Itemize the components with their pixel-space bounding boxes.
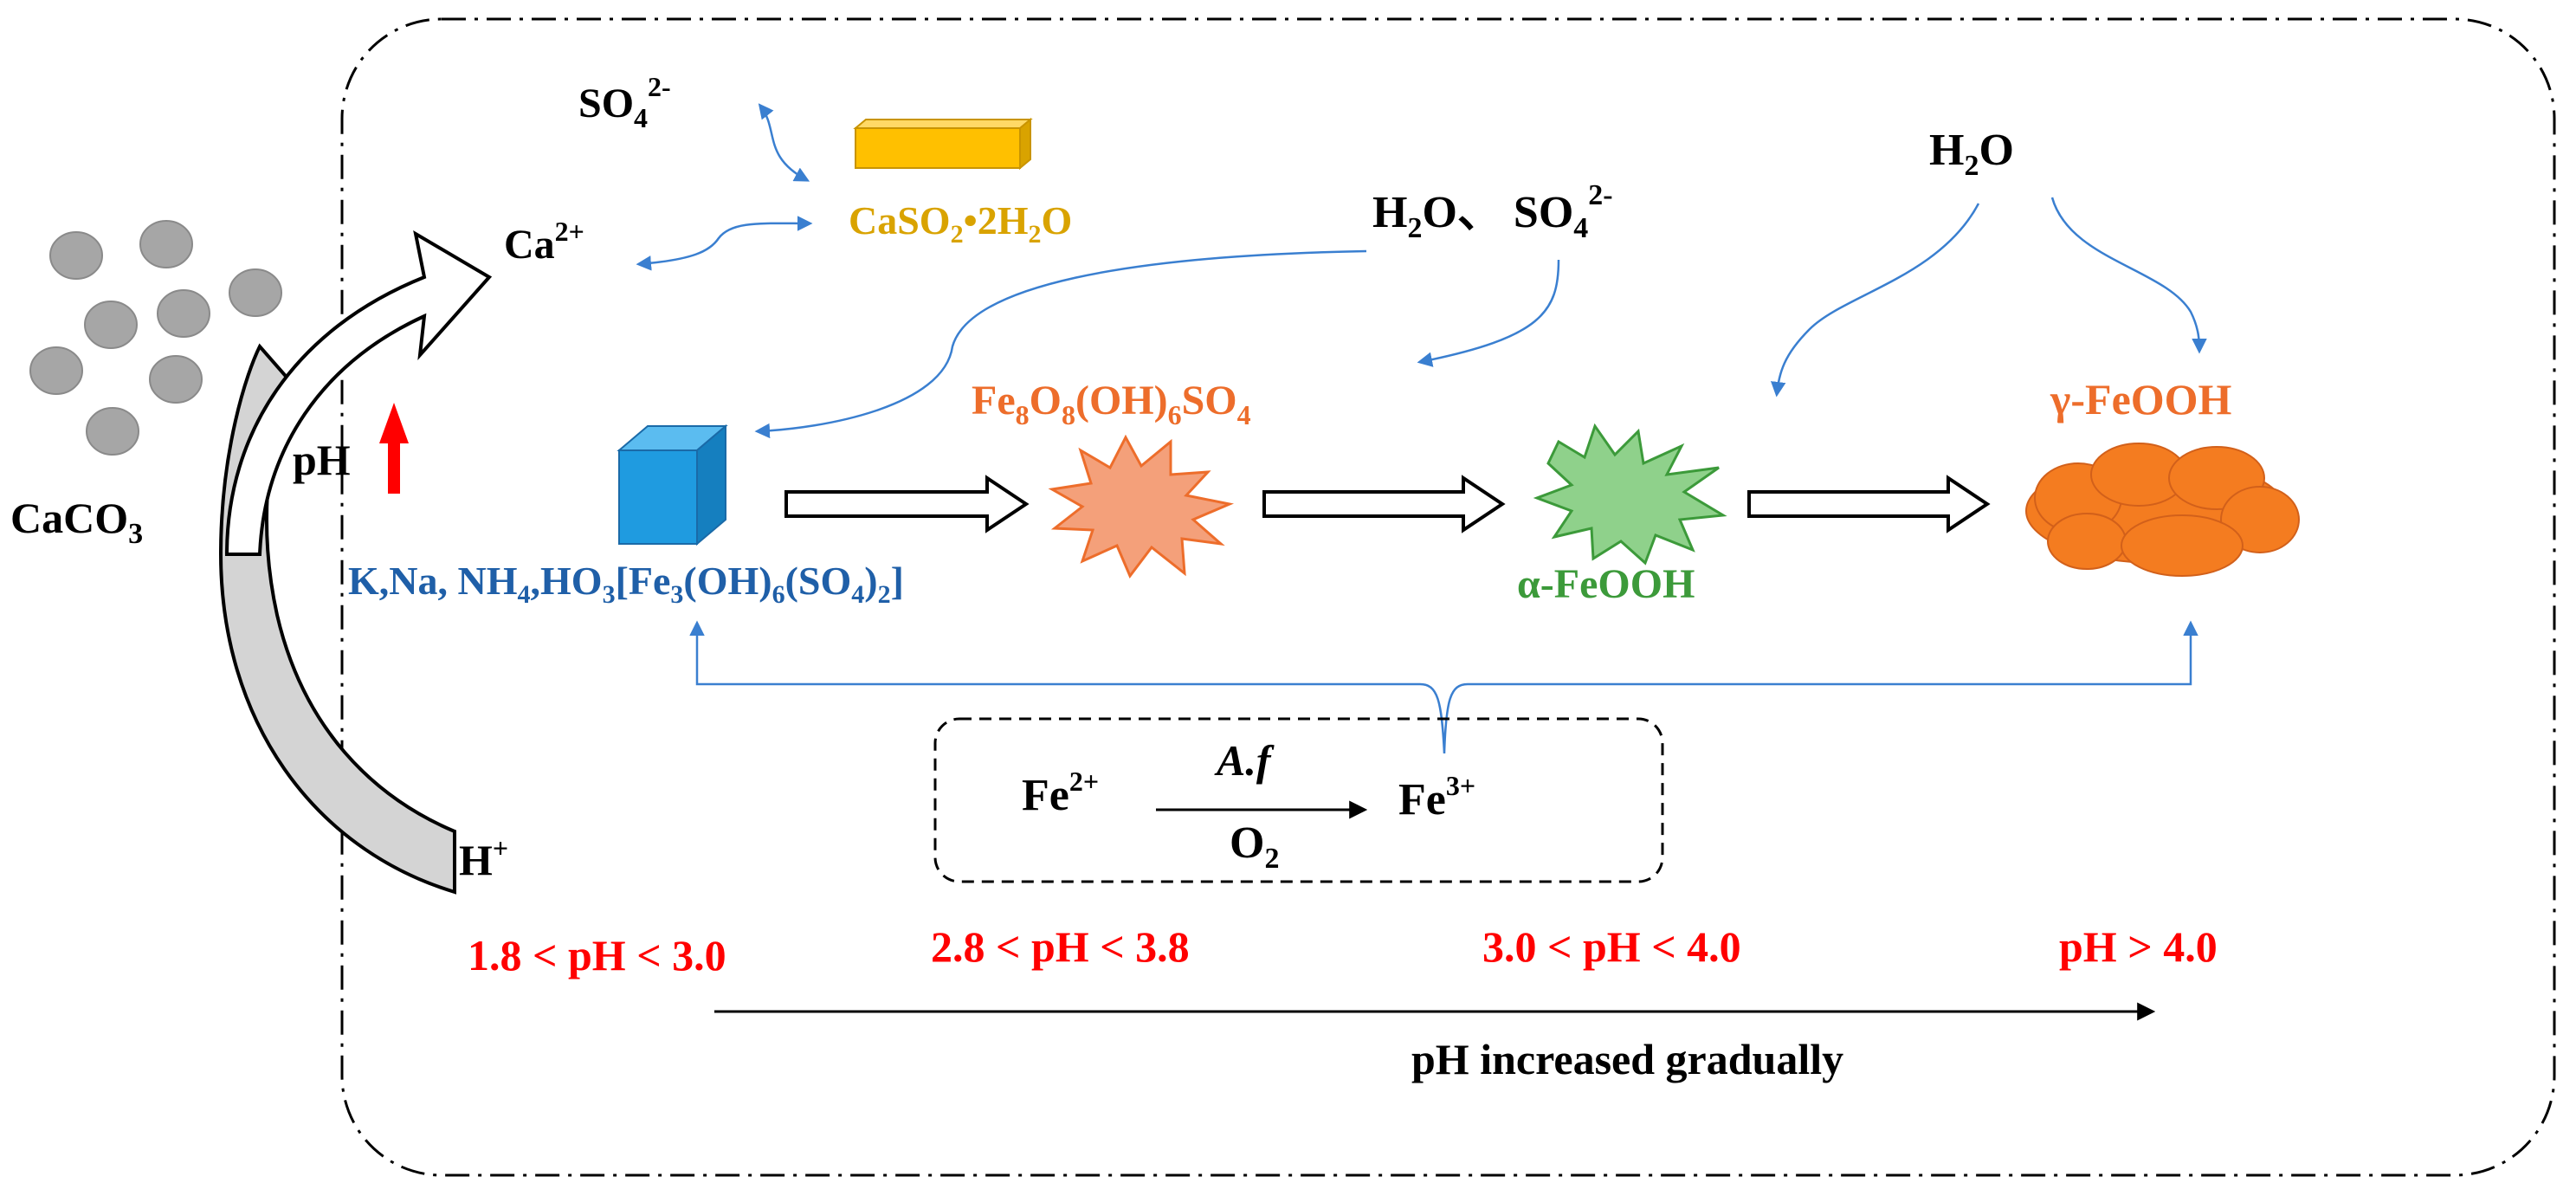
fe3-bracket-arrow: [689, 620, 2198, 754]
particle: [149, 355, 203, 404]
block-arrow-2: [1262, 475, 1506, 533]
goethite-label: α-FeOOH: [1517, 561, 1695, 607]
af-label: A.f: [1214, 736, 1275, 785]
schwertmannite-label: Fe8O8(OH)6SO4: [972, 378, 1251, 430]
ph-range-4: pH > 4.0: [2059, 922, 2218, 971]
ca-label: Ca2+: [504, 216, 584, 268]
ca-gypsum-arrow: [636, 216, 813, 271]
h-plus-label: H+: [459, 832, 508, 884]
h-plus-curved-arrow: [218, 343, 456, 895]
h2o-to-goethite-arrow: [1770, 203, 1980, 398]
particle: [139, 220, 193, 268]
caco3-particles: [29, 220, 282, 456]
ph-up-label: pH: [293, 436, 351, 484]
outer-frame: [340, 17, 2556, 1177]
ph-range-3: 3.0 < pH < 4.0: [1482, 922, 1741, 971]
fe2-label: Fe2+: [1022, 766, 1099, 820]
particle: [49, 231, 103, 280]
ph-range-2: 2.8 < pH < 3.8: [931, 922, 1190, 971]
h2o-so4-label: H2O、 SO42-: [1372, 179, 1613, 244]
lepidocrocite-label: γ-FeOOH: [2050, 375, 2232, 423]
gypsum-label: CaSO2•2H2O: [849, 198, 1072, 249]
blue-arrows: [636, 103, 2207, 754]
ca-curved-arrow: [224, 230, 493, 556]
gypsum-crystal: [853, 117, 1033, 171]
fe3-label: Fe3+: [1398, 770, 1475, 824]
particle: [84, 301, 138, 349]
so4-top-label: SO42-: [578, 71, 671, 133]
block-arrow-3: [1747, 475, 1991, 533]
jarosite-label: K,Na, NH4,HO3[Fe3(OH)6(SO4)2]: [348, 559, 904, 609]
jarosite-cube: [617, 423, 728, 546]
h2o-right-label: H2O: [1929, 126, 2014, 182]
h2o-to-jarosite-arrow: [754, 249, 1367, 439]
o2-label: O2: [1230, 818, 1279, 875]
caco3-label: CaCO3: [10, 494, 143, 550]
so4-gypsum-arrow: [758, 103, 810, 182]
particle: [157, 289, 210, 338]
goethite-burst: [1533, 423, 1727, 566]
ph-axis-label: pH increased gradually: [1411, 1035, 1843, 1083]
particle: [29, 346, 83, 395]
iron-oxidation-box: [933, 717, 1664, 883]
particle: [229, 268, 282, 317]
ph-up-arrow: [379, 403, 409, 494]
lepidocrocite-cloud: [2025, 443, 2300, 577]
block-arrow-1: [784, 475, 1030, 533]
schwertmannite-burst: [1048, 434, 1235, 579]
ph-range-1: 1.8 < pH < 3.0: [468, 931, 726, 979]
particle: [86, 407, 139, 456]
h2o-to-lepido-arrow: [2050, 197, 2207, 354]
so4-to-schw-arrow: [1417, 259, 1560, 367]
block-arrows: [784, 475, 1991, 533]
